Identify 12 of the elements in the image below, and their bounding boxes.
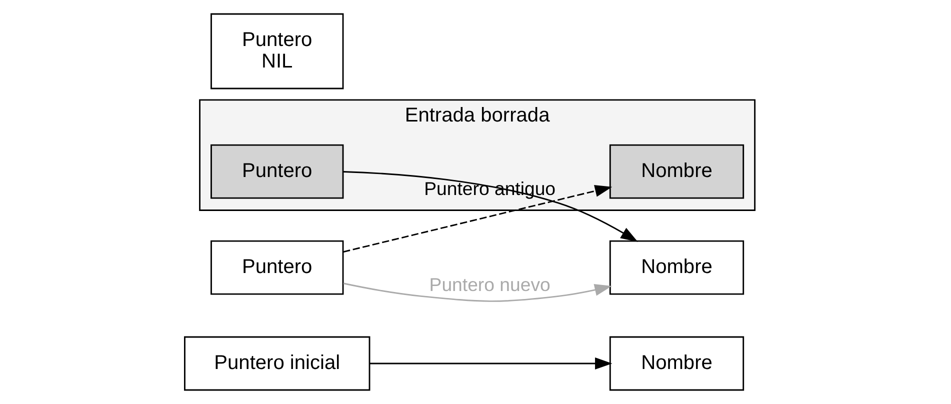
node-box: Puntero [210,240,344,295]
edge-label: Puntero nuevo [429,274,550,296]
arrow [343,185,612,253]
node-box: Nombre [609,240,744,295]
node-box: Nombre [609,144,744,199]
node-box: Nombre [609,336,744,391]
arrow [343,282,612,302]
node-box: Puntero inicial [184,336,370,391]
arrow [370,357,612,370]
node-box: Puntero NIL [210,13,344,90]
arrow [343,171,638,242]
node-box: Puntero [210,144,344,199]
